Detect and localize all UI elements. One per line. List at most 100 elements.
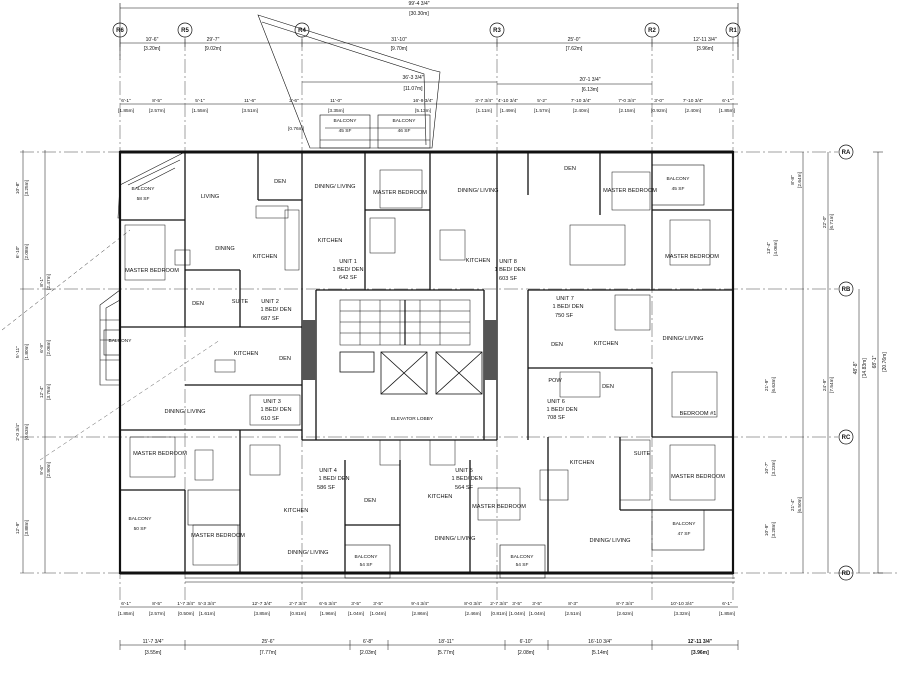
room-bedroom1-u6: BEDROOM #1 <box>680 411 717 417</box>
dim-bot2-5-ft: 16'-10 3/4" <box>588 639 612 645</box>
room-balcony-u1: BALCONY <box>334 118 358 124</box>
dim-left-5-ft: 12'-4" <box>39 386 45 399</box>
balcony-area-3: 45 SF <box>672 186 685 192</box>
room-kitchen-u8: KITCHEN <box>466 258 491 264</box>
dim-top2-2-m: [1.55m] <box>192 108 208 114</box>
dim-topmid-0-m: [11.07m] <box>403 86 423 92</box>
dim-bot1-0-ft: 6'-1" <box>121 601 131 607</box>
unit-tag-8: UNIT 8 1 BED/ DEN 603 SF <box>494 259 525 282</box>
dim-left-6-ft: 2'-0 3/4" <box>15 423 21 441</box>
room-balcony-u6: BALCONY <box>673 521 697 527</box>
dim-top1-2-ft: 31'-10" <box>391 37 407 43</box>
dim-bot1-15-m: [2.62m] <box>617 611 633 617</box>
dim-top2-3-m: [3.51m] <box>242 108 258 114</box>
dim-left-1-ft: 6'-10" <box>15 246 21 259</box>
dim-bot1-14-ft: 8'-3" <box>568 601 578 607</box>
room-den-u3: DEN <box>279 356 291 362</box>
dim-bot1-5-ft: 2'-7 3/4" <box>289 601 307 607</box>
room-master-bedroom-u5: MASTER BEDROOM <box>472 504 526 510</box>
room-kitchen-u5: KITCHEN <box>428 494 453 500</box>
unit-tag-3: UNIT 3 1 BED/ DEN 610 SF <box>260 399 291 422</box>
dim-top1-0-m: [3.20m] <box>144 46 161 52</box>
unit-tag-6: UNIT 6 1 BED/ DEN 708 SF <box>546 399 577 421</box>
overall-right-m: [20.76m] <box>882 352 888 372</box>
elevator-shafts <box>339 351 483 395</box>
dim-topmid-1-m: [6.13m] <box>582 87 599 93</box>
dim-top1-2-m: [9.70m] <box>391 46 408 52</box>
stair-core <box>339 299 471 346</box>
room-dining-living-u6: DINING/ LIVING <box>589 538 630 544</box>
dim-top2-6-ft: 16'-9 3/4" <box>413 98 434 104</box>
room-suite-u6: SUITE <box>634 451 651 457</box>
dim-bot2-4-ft: 6'-10" <box>520 639 533 645</box>
dims-bottom-row2-labels: 11'-7 3/4" [3.55m] 25'-6" [7.77m] 6'-8" … <box>143 639 713 656</box>
grid-label-r6: R6 <box>116 28 124 34</box>
room-den-u4: DEN <box>364 498 376 504</box>
room-master-bedroom-u2: MASTER BEDROOM <box>125 268 179 274</box>
unit-4-area: 586 SF <box>317 485 336 491</box>
unit-5-type: 1 BED/ DEN <box>451 476 482 482</box>
dim-bot1-15-ft: 8'-7 3/4" <box>616 601 634 607</box>
dim-top2-10-ft: 7'-10 3/4" <box>571 98 592 104</box>
unit-8-area: 603 SF <box>499 276 518 282</box>
room-dining-living-u3: DINING/ LIVING <box>164 409 205 415</box>
unit-4-type: 1 BED/ DEN <box>318 476 349 482</box>
unit-1-type: 1 BED/ DEN <box>332 267 363 273</box>
unit-1-area: 642 SF <box>339 275 358 281</box>
dim-left-2-m: [1.80m] <box>24 344 30 360</box>
dim-bot1-10-ft: 8'-0 3/4" <box>464 601 482 607</box>
room-dining-u2: DINING <box>215 246 235 252</box>
dim-bot1-4-m: [3.85m] <box>254 611 270 617</box>
dim-bot2-3-ft: 18'-11" <box>438 639 453 645</box>
unit-1-name: UNIT 1 <box>339 259 357 265</box>
bottom-balcony-rail <box>185 577 735 583</box>
core-column-right <box>484 320 497 380</box>
dim-left-5-m: [3.76m] <box>46 384 52 400</box>
reference-diagonal-2 <box>39 339 221 461</box>
room-balcony-u4b: BALCONY <box>129 516 153 522</box>
room-suite-u2: SUITE <box>232 299 249 305</box>
dim-left-4-ft: 6'-9" <box>39 343 45 353</box>
room-dining-living-u1: DINING/ LIVING <box>314 184 355 190</box>
dim-bot1-6-m: [1.96m] <box>320 611 336 617</box>
room-elevator-lobby: ELEVATOR LOBBY <box>391 416 434 422</box>
dim-bot1-16-ft: 10'-10 3/4" <box>671 601 694 607</box>
dim-top2-9-m: [1.57m] <box>534 108 550 114</box>
dim-right-4-m: [6.63m] <box>771 377 777 393</box>
dim-right-0-m: [2.64m] <box>797 172 803 188</box>
dim-bot2-3-m: [5.77m] <box>438 650 455 656</box>
dim-top2-1-ft: 8'-5" <box>152 98 162 104</box>
overall-right-mid-m: [14.83m] <box>862 358 868 378</box>
left-angled-balconies <box>99 151 186 386</box>
dim-bot2-6-m: [3.96m] <box>691 650 709 656</box>
room-pow-u6: POW <box>548 378 562 384</box>
room-master-bedroom-u1: MASTER BEDROOM <box>373 190 427 196</box>
dim-top1-3-ft: 25'-0" <box>568 37 581 43</box>
overall-right-mid-ft: 48'-8" <box>853 361 859 374</box>
dim-top2-14-ft: 6'-1" <box>722 98 732 104</box>
dim-topmid-1-ft: 20'-1 3/4" <box>579 77 600 83</box>
dim-bot1-3-m: [1.61m] <box>199 611 215 617</box>
room-kitchen-u6: KITCHEN <box>570 460 595 466</box>
room-kitchen-u4: KITCHEN <box>284 508 309 514</box>
overall-dimension-ft: 99'-4 3/4" <box>408 1 429 7</box>
dim-top2-11-m: [2.15m] <box>619 108 635 114</box>
balcony-area-2: 46 SF <box>398 128 411 134</box>
dim-bot1-2-ft: 1'-7 3/4" <box>177 601 195 607</box>
room-den-u8: DEN <box>564 166 576 172</box>
unit-2-type: 1 BED/ DEN <box>260 307 291 313</box>
room-master-bedroom-u6: MASTER BEDROOM <box>671 474 725 480</box>
dim-bot1-11-ft: 2'-7 3/4" <box>490 601 508 607</box>
dim-bot1-5-m: [0.81m] <box>290 611 306 617</box>
reference-diagonal <box>1 229 131 331</box>
dim-right-3-ft: 24'-9" <box>822 379 828 392</box>
dim-bot2-5-m: [5.14m] <box>592 650 609 656</box>
unit-6-type: 1 BED/ DEN <box>546 407 577 413</box>
room-balcony-u8: BALCONY <box>667 176 691 182</box>
unit-tag-4: UNIT 4 1 BED/ DEN 586 SF <box>317 468 350 491</box>
unit-5-name: UNIT 5 <box>455 468 473 474</box>
dim-right-5-m: [3.23m] <box>771 460 777 476</box>
dim-top1-1-m: [9.02m] <box>205 46 222 52</box>
dim-topmid-0-ft: 36'-3 3/4" <box>402 75 423 81</box>
dim-bot1-8-ft: 3'-5" <box>373 601 383 607</box>
